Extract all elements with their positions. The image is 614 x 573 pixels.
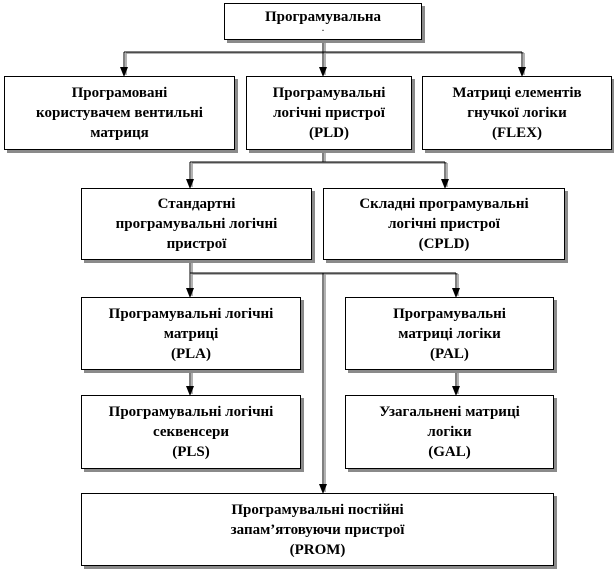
node-label: Програмувальні логічні [108,404,274,420]
node-label: гнучкої логіки [467,105,567,121]
node-label: користувачем вентильні [36,105,203,121]
node-label: (PLS) [172,444,210,460]
node-label: (PLA) [171,345,211,362]
node-label: Програмувальні постійні [231,501,404,518]
node-label: Матриці елементів [452,85,582,101]
node-label: (PAL) [430,345,469,362]
node-gal: Узагальнені матриці логіки (GAL) [345,395,554,469]
node-label: (PROM) [289,541,346,558]
node-label: Програмувальні [393,305,506,322]
node-pla: Програмувальні логічні матриці (PLA) [81,297,301,370]
node-label: матриця [90,125,149,141]
node-prom: Програмувальні постійні запам’ятовуючи п… [81,493,554,566]
node-label: пристрої [166,236,227,252]
node-fpga: Програмовані користувачем вентильні матр… [4,76,235,150]
node-label: матриці логіки [398,325,501,342]
node-label: Програмовані [71,85,168,101]
node-label: (CPLD) [418,236,470,252]
node-label: логічні пристрої [273,105,385,121]
node-cpld: Складні програмувальні логічні пристрої … [323,188,565,260]
node-pld: Програмувальні логічні пристрої (PLD) [246,76,412,150]
node-label: секвенсери [152,424,230,440]
node-label: . [322,24,324,33]
node-label: Програмувальні логічні [108,305,274,322]
node-label: (FLEX) [492,125,542,141]
connector-spld [189,260,456,274]
node-label: Складні програмувальні [359,196,529,212]
node-spld: Стандартні програмувальні логічні пристр… [81,188,312,260]
connector-root [124,40,522,53]
node-root: Програмувальна . [224,3,422,40]
node-label: Програмувальна [264,9,382,25]
node-label: логіки [427,424,472,440]
connector-pld [190,150,445,163]
node-label: логічні пристрої [388,216,500,232]
node-label: Узагальнені матриці [379,404,520,420]
node-label: (GAL) [428,444,471,460]
node-label: програмувальні логічні [115,216,278,232]
node-pal: Програмувальні матриці логіки (PAL) [345,297,554,370]
node-flex: Матриці елементів гнучкої логіки (FLEX) [422,76,612,150]
node-label: (PLD) [309,125,349,141]
node-pls: Програмувальні логічні секвенсери (PLS) [81,395,301,469]
node-label: запам’ятовуючи пристрої [230,521,405,538]
node-label: матриці [163,325,219,342]
node-label: Стандартні [157,196,236,212]
node-label: Програмувальні [272,85,386,101]
